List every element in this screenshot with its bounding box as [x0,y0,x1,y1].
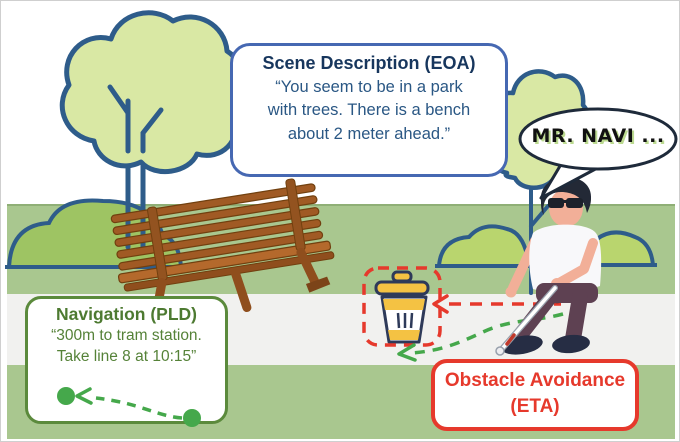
white-cane-icon [495,285,558,356]
scene-description-body-line: with trees. There is a bench [267,101,471,120]
obstacle-avoidance-box: Obstacle Avoidance (ETA) [431,359,639,431]
sunglasses-icon [548,198,583,208]
scene-description-body-line: about 2 meter ahead.” [287,124,451,143]
obstacle-highlight-box [362,266,442,347]
obstacle-avoidance-label-line: (ETA) [510,395,560,417]
person-figure [495,177,602,356]
shirt [529,224,602,294]
navigation-body-line: “300m to tram station. [51,327,202,344]
bush-icon-mid [435,224,533,268]
speech-bubble [518,107,678,200]
tree-icon-left [59,10,248,250]
mr-navi-text: MR. NAVI ... [531,125,665,147]
scene-description-box: Scene Description (EOA) “You seem to be … [230,43,508,177]
obstacle-avoidance-label-line: Obstacle Avoidance [444,370,626,391]
navigation-title: Navigation (PLD) [56,304,197,324]
bench-icon [110,178,335,326]
scene-description-body-line: “You seem to be in a park [275,78,463,96]
navigation-box: Navigation (PLD) “300m to tram station. … [25,296,228,427]
trash-can-icon [374,270,430,344]
scene-description-title: Scene Description (EOA) [262,53,476,73]
navigation-body-line: Take line 8 at 10:15” [56,347,197,365]
route-arrow-icon [57,387,201,427]
